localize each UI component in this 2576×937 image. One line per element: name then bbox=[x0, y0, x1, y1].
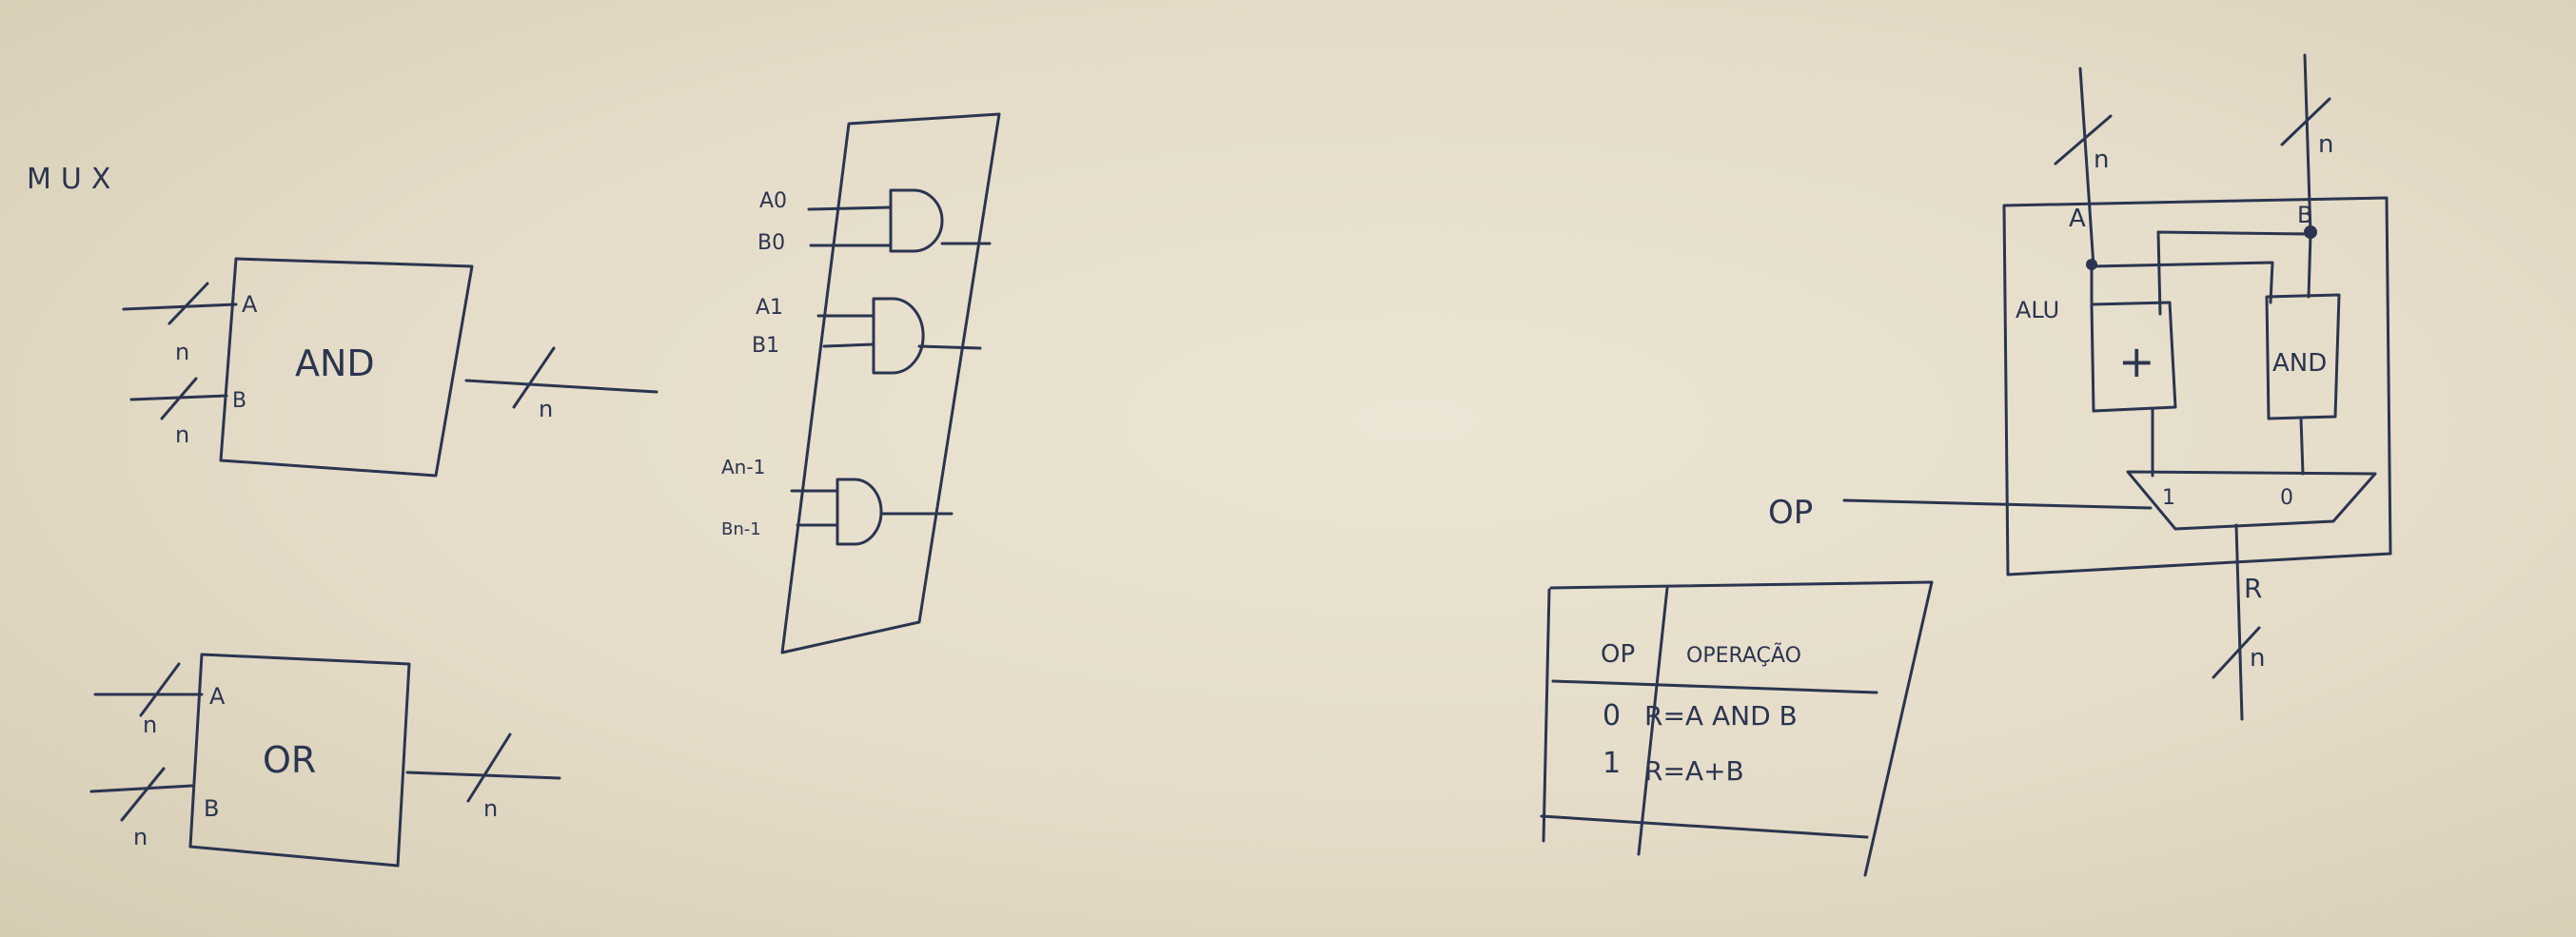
and-block-label: AND bbox=[295, 342, 375, 384]
alu-input-b-slash bbox=[2280, 97, 2331, 146]
or-block-box bbox=[188, 653, 411, 868]
and-block-width-b: n bbox=[175, 421, 189, 448]
alu-op-label: OP bbox=[1768, 494, 1813, 532]
or-block: OR A n B n n bbox=[89, 653, 561, 868]
and-gate-n-1-b-label: Bn-1 bbox=[721, 519, 761, 539]
alu-mux-in-1: 1 bbox=[2162, 486, 2175, 510]
and-gate-0-b-label: B0 bbox=[757, 231, 785, 255]
and-gate-n-1 bbox=[836, 478, 883, 546]
and-block-input-a-slash bbox=[167, 282, 209, 325]
op-table-header-operation: OPERAÇÃO bbox=[1686, 642, 1801, 668]
or-block-width-a: n bbox=[143, 712, 157, 738]
and-gate-0-input-a bbox=[807, 205, 893, 211]
or-block-input-b-wire bbox=[89, 784, 194, 793]
alu-adder-label: + bbox=[2118, 336, 2155, 387]
alu-adder-box bbox=[2090, 301, 2177, 413]
alu-input-a-wire bbox=[2078, 67, 2095, 268]
op-table: OP OPERAÇÃO 0 R=A AND B 1 R=A+B bbox=[1540, 580, 1934, 877]
op-table-row-1-op: 1 bbox=[1603, 747, 1621, 780]
alu-output-wire bbox=[2234, 523, 2244, 721]
alu-mux-in-0: 0 bbox=[2280, 486, 2293, 510]
or-block-input-b-label: B bbox=[204, 795, 219, 822]
or-block-input-a-slash bbox=[139, 662, 181, 717]
or-block-output-slash bbox=[466, 732, 512, 803]
alu-input-b-label: B bbox=[2297, 202, 2312, 228]
and-gate-1-output bbox=[917, 344, 982, 350]
op-table-left-edge bbox=[1542, 588, 1551, 843]
or-block-width-out: n bbox=[483, 795, 498, 822]
or-block-input-b-slash bbox=[120, 767, 166, 822]
alu-input-b-wire bbox=[2303, 53, 2312, 236]
alu-output-width: n bbox=[2250, 644, 2265, 673]
and-block: AND A n B n n bbox=[122, 257, 659, 478]
alu-and-box bbox=[2265, 293, 2341, 420]
alu-label: ALU bbox=[2016, 297, 2059, 323]
and-block-output-slash bbox=[512, 346, 556, 409]
and-gate-array: A0 B0 A1 B1 An-1 Bn-1 bbox=[721, 112, 1001, 654]
and-block-input-a-label: A bbox=[242, 291, 258, 318]
and-block-width-a: n bbox=[175, 339, 189, 365]
alu-wire-b-split bbox=[2156, 230, 2312, 316]
and-gate-1-a-label: A1 bbox=[756, 296, 783, 320]
alu-mux bbox=[2126, 470, 2377, 531]
and-array-frame bbox=[780, 112, 1001, 654]
or-block-label: OR bbox=[263, 739, 316, 781]
alu-input-a-width: n bbox=[2094, 146, 2109, 174]
op-table-bottom-line bbox=[1540, 814, 1869, 839]
alu-output-slash bbox=[2212, 626, 2261, 679]
and-block-output-wire bbox=[464, 379, 659, 394]
or-block-input-a-label: A bbox=[209, 683, 226, 710]
and-block-input-b-slash bbox=[160, 377, 198, 420]
alu-diagram: ALU n A n B + AND 1 0 OP R bbox=[1768, 53, 2392, 721]
and-gate-1-b-label: B1 bbox=[752, 334, 779, 358]
op-table-row-1-operation: R=A+B bbox=[1644, 755, 1744, 787]
alu-and-label: AND bbox=[2272, 349, 2327, 378]
op-table-row-0-op: 0 bbox=[1603, 699, 1621, 732]
and-gate-1 bbox=[872, 297, 925, 375]
and-gate-n-1-a-label: An-1 bbox=[721, 456, 765, 478]
alu-input-a-label: A bbox=[2069, 205, 2086, 233]
op-table-row-0-operation: R=A AND B bbox=[1644, 700, 1798, 732]
alu-output-label: R bbox=[2244, 573, 2262, 604]
and-block-box bbox=[219, 257, 474, 478]
alu-input-a-slash bbox=[2054, 114, 2113, 166]
and-gate-1-input-b bbox=[822, 342, 875, 348]
and-block-input-a-wire bbox=[122, 303, 238, 311]
and-block-input-b-label: B bbox=[232, 389, 246, 413]
and-block-width-out: n bbox=[539, 396, 553, 422]
alu-wire-a-split bbox=[2090, 261, 2274, 304]
or-block-width-b: n bbox=[133, 824, 147, 850]
op-table-outline bbox=[1549, 580, 1934, 877]
alu-input-b-width: n bbox=[2318, 130, 2333, 159]
and-gate-0 bbox=[889, 188, 944, 253]
alu-op-wire bbox=[1842, 498, 2153, 510]
op-table-header-op: OP bbox=[1601, 640, 1635, 669]
and-gate-0-a-label: A0 bbox=[759, 189, 787, 213]
op-table-header-divider bbox=[1551, 679, 1878, 694]
alu-and-output bbox=[2299, 417, 2305, 476]
alu-frame bbox=[2002, 196, 2392, 576]
op-table-col-divider bbox=[1637, 586, 1669, 856]
mux-title: MUX bbox=[27, 163, 120, 196]
alu-input-b-junction bbox=[2304, 225, 2317, 239]
